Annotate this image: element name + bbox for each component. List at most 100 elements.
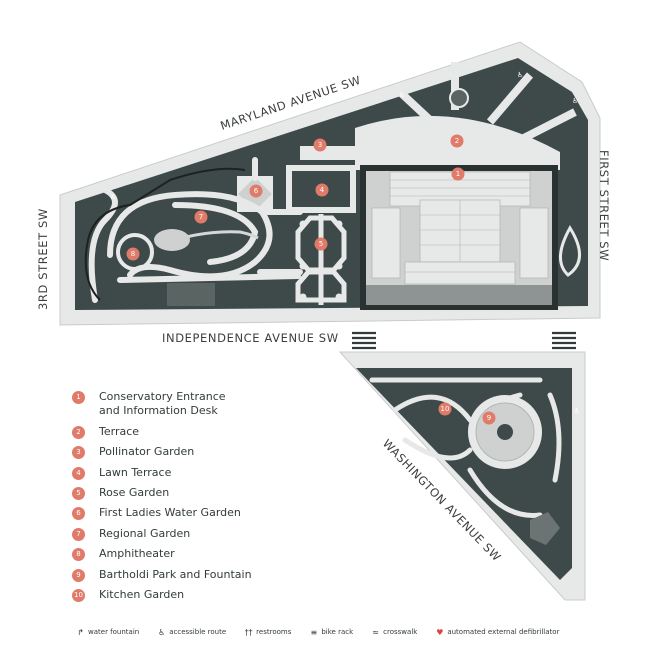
map-marker-10[interactable]: 10 <box>438 402 452 416</box>
legend-badge: 7 <box>72 527 85 541</box>
plaza-ornament <box>449 88 469 108</box>
legend-badge: 9 <box>72 568 85 582</box>
key-label: bike rack <box>321 628 354 636</box>
svg-text:9: 9 <box>487 414 491 422</box>
key-crosswalk: ≈ crosswalk <box>371 626 417 638</box>
legend-label: Amphitheater <box>99 547 175 561</box>
legend-label: Lawn Terrace <box>99 465 172 479</box>
map-marker-9[interactable]: 9 <box>482 411 496 425</box>
legend-label: First Ladies Water Garden <box>99 506 241 520</box>
map-marker-8[interactable]: 8 <box>126 247 140 261</box>
map-marker-1[interactable]: 1 <box>451 167 465 181</box>
key-label: water fountain <box>88 628 140 636</box>
water-fountain-icon: ↱ <box>77 627 84 637</box>
crosswalk-east <box>552 331 576 350</box>
map-marker-4[interactable]: 4 <box>315 183 329 197</box>
svg-text:5: 5 <box>319 240 323 248</box>
key-water-fountain: ↱ water fountain <box>76 626 139 638</box>
key-accessible-route: ♿ accessible route <box>157 626 226 638</box>
legend-label: Regional Garden <box>99 526 191 540</box>
park-building <box>530 512 560 545</box>
svg-text:♿: ♿ <box>348 84 354 92</box>
legend-item-10: 10 Kitchen Garden <box>72 588 372 608</box>
pollinator-garden-path <box>300 146 358 160</box>
fountain-center <box>497 424 513 440</box>
svg-text:2: 2 <box>455 137 459 145</box>
legend-badge: 5 <box>72 486 85 500</box>
accessible-route-icon: ♿ <box>158 627 166 637</box>
legend-item-8: 8 Amphitheater <box>72 547 372 567</box>
south-block-grounds <box>356 368 572 580</box>
crosswalk-west <box>352 331 376 350</box>
south-block-paths <box>369 377 562 518</box>
restrooms-icon: †† <box>244 627 253 637</box>
aed-icon: ♥ <box>436 627 444 637</box>
legend-badge: 3 <box>72 446 85 460</box>
icon-key: ↱ water fountain ♿ accessible route †† r… <box>76 626 596 638</box>
legend-label: Kitchen Garden <box>99 587 185 601</box>
regional-garden-boundary <box>84 167 246 301</box>
legend-label: Terrace <box>99 424 140 438</box>
legend-badge: 2 <box>72 425 85 439</box>
legend-item-9: 9 Bartholdi Park and Fountain <box>72 568 372 588</box>
legend-item-7: 7 Regional Garden <box>72 527 372 547</box>
key-label: restrooms <box>256 628 292 636</box>
amphitheater <box>116 233 154 271</box>
map-marker-3[interactable]: 3 <box>313 138 327 152</box>
bike-rack-icon: ≡ <box>310 627 318 637</box>
map-marker-7[interactable]: 7 <box>194 210 208 224</box>
legend-label: and Information Desk <box>99 404 218 418</box>
svg-text:♿: ♿ <box>399 91 405 99</box>
svg-text:♿: ♿ <box>517 71 523 79</box>
legend-item-1: 1 Conservatory Entrance <box>72 390 372 410</box>
street-third-street: 3RD STREET SW <box>36 208 50 310</box>
regional-garden-paths <box>88 157 303 303</box>
legend-item-6: 6 First Ladies Water Garden <box>72 506 372 526</box>
east-loop-path <box>559 225 581 277</box>
svg-text:4: 4 <box>320 186 325 194</box>
key-aed: ♥ automated external defibrillator <box>435 626 559 638</box>
conservatory-roof-lines <box>390 179 530 273</box>
conservatory-wings <box>371 171 549 285</box>
legend-item-3: 3 Pollinator Garden <box>72 445 372 465</box>
svg-text:8: 8 <box>131 250 135 258</box>
legend-badge: 1 <box>72 391 85 404</box>
svg-text:10: 10 <box>441 405 450 413</box>
svg-text:♿: ♿ <box>574 407 580 415</box>
legend-badge: 6 <box>72 507 85 521</box>
legend-badge: 10 <box>72 588 85 602</box>
svg-text:♿: ♿ <box>110 193 116 201</box>
legend-badge: 8 <box>72 548 85 562</box>
legend-item-4: 4 Lawn Terrace <box>72 466 372 486</box>
legend-label: Bartholdi Park and Fountain <box>99 567 252 581</box>
key-restrooms: †† restrooms <box>244 626 292 638</box>
svg-text:6: 6 <box>254 187 259 195</box>
map-marker-2[interactable]: 2 <box>450 134 464 148</box>
legend: 1 Conservatory Entrance and Information … <box>72 390 372 608</box>
crosswalk-icon: ≈ <box>372 627 379 637</box>
regional-garden-pond <box>154 229 190 251</box>
key-bike-rack: ≡ bike rack <box>309 626 354 638</box>
key-label: crosswalk <box>383 628 418 636</box>
svg-text:3: 3 <box>318 141 322 149</box>
svg-text:7: 7 <box>199 213 203 221</box>
street-independence-avenue: INDEPENDENCE AVENUE SW <box>162 331 339 345</box>
map-marker-5[interactable]: 5 <box>314 237 328 251</box>
legend-label: Conservatory Entrance <box>99 390 226 403</box>
svg-text:♿: ♿ <box>572 97 578 105</box>
legend-item-2: 2 Terrace <box>72 425 372 445</box>
map-marker-6[interactable]: 6 <box>249 184 263 198</box>
accessible-route-icon: ♿ ♿ ♿ ♿ ♿ ♿ <box>110 71 580 415</box>
key-label: accessible route <box>169 628 227 636</box>
legend-item-1-continued: and Information Desk <box>72 404 372 424</box>
street-first-street: FIRST STREET SW <box>597 150 611 261</box>
legend-badge: 4 <box>72 466 85 480</box>
north-shed <box>167 283 215 306</box>
legend-label: Rose Garden <box>99 485 170 499</box>
svg-text:1: 1 <box>456 170 460 178</box>
rose-garden-knots <box>299 220 343 301</box>
key-label: automated external defibrillator <box>447 628 560 636</box>
legend-label: Pollinator Garden <box>99 445 195 459</box>
legend-item-5: 5 Rose Garden <box>72 486 372 506</box>
